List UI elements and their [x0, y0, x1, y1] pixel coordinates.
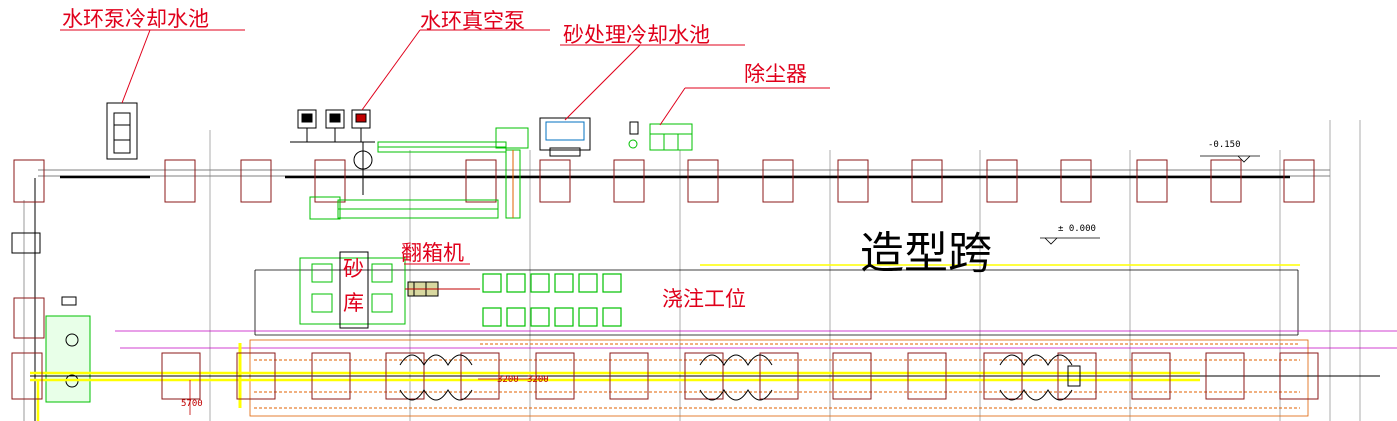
label-water-pump-cooling-pool: 水环泵冷却水池 — [62, 7, 209, 31]
sand-cooling-pool — [539, 117, 591, 157]
elevation-markers — [1040, 155, 1260, 245]
leader-line — [659, 87, 686, 126]
leader-line — [121, 29, 151, 104]
label-water-ring-vacuum-pump: 水环真空泵 — [420, 9, 525, 33]
top-columns — [13, 159, 1315, 203]
left-equipment — [11, 232, 91, 403]
cooling-hood-arcs — [399, 354, 1081, 401]
dimension-5700: 5700 — [181, 399, 203, 409]
dust-collector — [628, 121, 693, 151]
label-sand-cooling-pool: 砂处理冷却水池 — [563, 23, 710, 47]
label-dust-collector: 除尘器 — [744, 62, 807, 86]
label-flask-turner: 翻箱机 — [401, 241, 464, 265]
label-sand-store-top: 砂 — [343, 257, 364, 281]
green-pipework — [309, 127, 529, 220]
bottom-columns — [11, 352, 1319, 400]
water-pump-cooling-pool — [106, 102, 138, 160]
label-sand-store-bottom: 库 — [343, 291, 364, 315]
elevation-zero: ± 0.000 — [1058, 224, 1096, 234]
leader-line — [361, 29, 421, 111]
leader-line — [564, 44, 641, 121]
elevation-minus-0150: -0.150 — [1208, 140, 1241, 150]
molding-bay-area — [115, 264, 1397, 349]
label-pouring-station: 浇注工位 — [662, 287, 746, 311]
grid-lines — [209, 120, 1361, 421]
sand-store — [299, 251, 406, 329]
label-molding-bay: 造型跨 — [860, 228, 992, 279]
dimension-3200-b: 3200 — [527, 375, 549, 385]
crane-rail — [23, 169, 1330, 421]
dimension-3200-a: 3200 — [497, 375, 519, 385]
flask-turner — [405, 281, 480, 297]
dimension-lines — [189, 378, 548, 415]
water-ring-vacuum-pumps — [290, 109, 375, 195]
mold-boxes — [482, 273, 622, 327]
pouring-line-tracks — [30, 339, 1380, 421]
